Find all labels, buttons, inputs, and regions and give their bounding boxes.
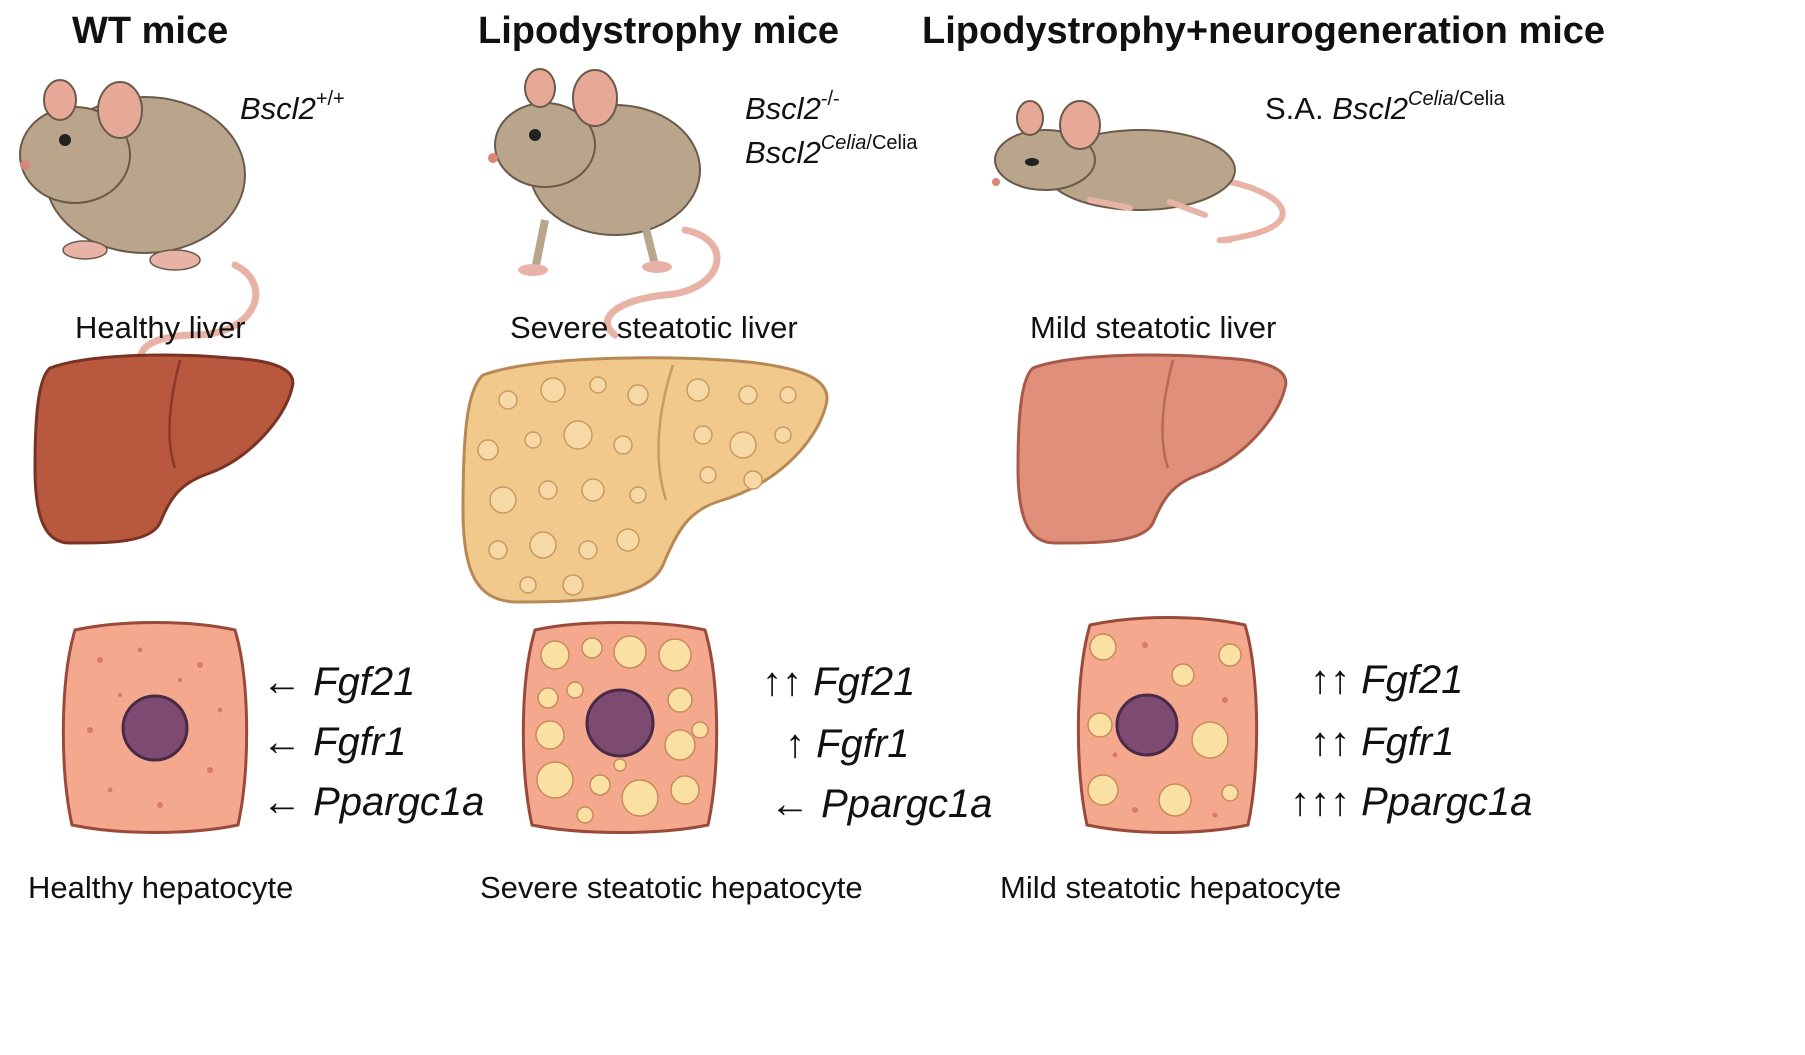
- hepatocyte-label-wt: Healthy hepatocyte: [28, 870, 294, 905]
- gene-name: Ppargc1a: [313, 780, 485, 824]
- genotype-sup-italic: Celia: [820, 132, 867, 154]
- hepatocyte-severe-steatotic: [521, 621, 719, 834]
- column-title-lipodystrophy: Lipodystrophy mice: [478, 10, 840, 52]
- gene-row-fgfr1-neurogeneration: ↑↑ Fgfr1: [1310, 720, 1454, 765]
- gene-row-fgf21-lipodystrophy: ↑↑ Fgf21: [762, 660, 915, 705]
- genotype-lipodystrophy-2: Bscl2Celia/Celia: [745, 132, 918, 171]
- liver-mild-steatotic: [1016, 353, 1288, 545]
- genotype-name: Bscl2: [745, 135, 821, 170]
- liver-label-wt: Healthy liver: [75, 310, 246, 345]
- arrow-icon: ↑: [785, 722, 805, 766]
- gene-row-fgf21-wt: ← Fgf21: [262, 660, 415, 705]
- gene-name: Fgf21: [813, 660, 916, 704]
- arrow-icon: ←: [770, 782, 810, 826]
- arrow-icon: ←: [262, 720, 302, 764]
- genotype-neurogeneration: S.A. Bscl2Celia/Celia: [1265, 88, 1505, 127]
- genotype-sup: -/-: [820, 88, 840, 110]
- gene-row-ppargc1a-lipodystrophy: ← Ppargc1a: [770, 782, 992, 827]
- gene-row-ppargc1a-wt: ← Ppargc1a: [262, 780, 484, 825]
- gene-row-fgfr1-lipodystrophy: ↑ Fgfr1: [785, 722, 909, 767]
- hepatocyte-label-neurogeneration: Mild steatotic hepatocyte: [1000, 870, 1342, 905]
- gene-name: Ppargc1a: [821, 782, 993, 826]
- genotype-wt: Bscl2+/+: [240, 88, 345, 127]
- hepatocyte-healthy: [61, 621, 249, 834]
- hepatocyte-label-lipodystrophy: Severe steatotic hepatocyte: [480, 870, 863, 905]
- gene-name: Fgf21: [1361, 658, 1464, 702]
- gene-row-fgfr1-wt: ← Fgfr1: [262, 720, 406, 765]
- gene-name: Ppargc1a: [1361, 780, 1533, 824]
- genotype-prefix: S.A.: [1265, 91, 1324, 126]
- genotype-lipodystrophy-1: Bscl2-/-: [745, 88, 840, 127]
- liver-severe-steatotic: [461, 356, 829, 604]
- gene-row-ppargc1a-neurogeneration: ↑↑↑ Ppargc1a: [1290, 780, 1532, 825]
- arrow-icon: ←: [262, 780, 302, 824]
- genotype-sup-plain: /Celia: [1453, 88, 1505, 110]
- liver-label-lipodystrophy: Severe steatotic liver: [510, 310, 798, 345]
- arrow-icon: ↑↑↑: [1290, 780, 1350, 824]
- column-title-wt: WT mice: [72, 10, 229, 52]
- mouse-icon-lipodystrophy: [488, 68, 721, 339]
- column-title-neurogeneration: Lipodystrophy+neurogeneration mice: [922, 10, 1606, 52]
- gene-name: Fgfr1: [1361, 720, 1455, 764]
- mouse-icon-neurogeneration: [992, 100, 1286, 244]
- genotype-sup-italic: Celia: [1408, 88, 1454, 110]
- gene-name: Fgf21: [313, 660, 416, 704]
- arrow-icon: ↑↑: [1310, 720, 1350, 764]
- genotype-sup: +/+: [315, 88, 345, 110]
- genotype-name: Bscl2: [240, 91, 316, 126]
- liver-label-neurogeneration: Mild steatotic liver: [1030, 310, 1277, 345]
- arrow-icon: ↑↑: [762, 660, 802, 704]
- gene-row-fgf21-neurogeneration: ↑↑ Fgf21: [1310, 658, 1463, 703]
- gene-name: Fgfr1: [816, 722, 910, 766]
- arrow-icon: ←: [262, 660, 302, 704]
- hepatocyte-mild-steatotic: [1076, 616, 1259, 834]
- liver-healthy: [33, 353, 295, 545]
- arrow-icon: ↑↑: [1310, 658, 1350, 702]
- genotype-name: Bscl2: [745, 91, 821, 126]
- gene-name: Fgfr1: [313, 720, 407, 764]
- genotype-name: Bscl2: [1332, 91, 1409, 126]
- mouse-icon-wt: [19, 79, 260, 379]
- genotype-sup-plain: /Celia: [866, 132, 918, 154]
